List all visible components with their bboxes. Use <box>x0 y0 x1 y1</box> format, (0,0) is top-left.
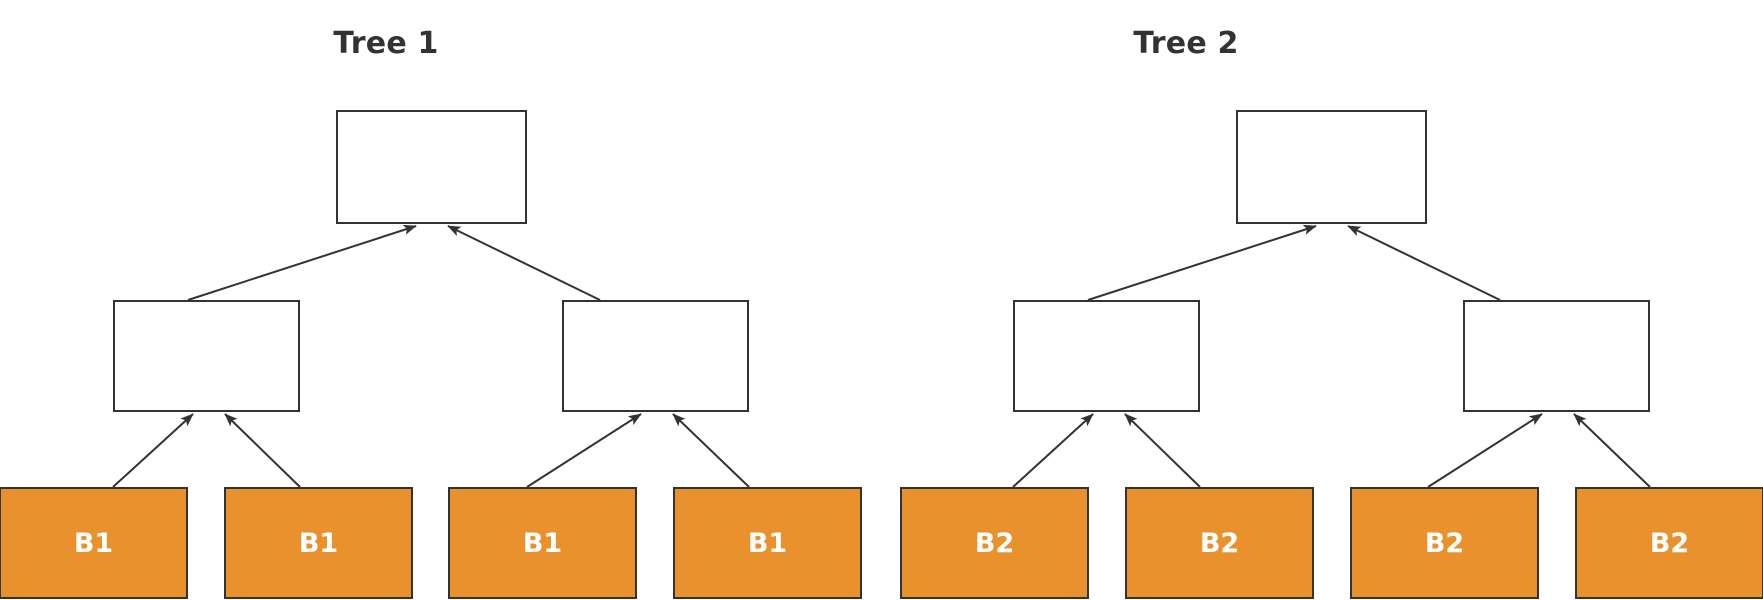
tree-1-internal-node-2[interactable] <box>562 300 749 412</box>
tree-edge-arrow <box>447 225 601 301</box>
node-label: B2 <box>1424 527 1465 559</box>
node-label: B1 <box>522 527 563 559</box>
tree-edge-arrow <box>224 413 301 488</box>
tree-2-leaf-node-1[interactable]: B2 <box>900 487 1089 599</box>
tree-title-2: Tree 2 <box>1133 26 1239 61</box>
tree-2-leaf-node-2[interactable]: B2 <box>1125 487 1314 599</box>
tree-2-leaf-node-4[interactable]: B2 <box>1575 487 1763 599</box>
node-label: B2 <box>974 527 1015 559</box>
tree-edge-arrow <box>187 224 417 301</box>
tree-2-leaf-node-3[interactable]: B2 <box>1350 487 1539 599</box>
tree-edge-arrow <box>1124 413 1201 488</box>
tree-2-internal-node-1[interactable] <box>1013 300 1200 412</box>
tree-1-internal-node-1[interactable] <box>113 300 300 412</box>
node-label: B1 <box>747 527 788 559</box>
tree-edge-arrow <box>1427 413 1543 488</box>
tree-1-leaf-node-2[interactable]: B1 <box>224 487 413 599</box>
node-label: B1 <box>73 527 114 559</box>
tree-edge-arrow <box>112 413 194 488</box>
tree-edge-arrow <box>1347 225 1501 301</box>
tree-1-leaf-node-4[interactable]: B1 <box>673 487 862 599</box>
tree-1-leaf-node-1[interactable]: B1 <box>0 487 188 599</box>
tree-title-1: Tree 1 <box>333 26 439 61</box>
tree-edge-arrow <box>1012 413 1094 488</box>
tree-2-root-node[interactable] <box>1236 110 1427 224</box>
node-label: B2 <box>1649 527 1690 559</box>
tree-edge-arrow <box>672 413 750 488</box>
node-label: B2 <box>1199 527 1240 559</box>
tree-1-leaf-node-3[interactable]: B1 <box>448 487 637 599</box>
tree-1-root-node[interactable] <box>336 110 527 224</box>
node-label: B1 <box>298 527 339 559</box>
tree-edge-arrow <box>1087 224 1317 301</box>
tree-edge-arrow <box>526 413 642 488</box>
tree-edge-arrow <box>1573 413 1651 488</box>
tree-2-internal-node-2[interactable] <box>1463 300 1650 412</box>
